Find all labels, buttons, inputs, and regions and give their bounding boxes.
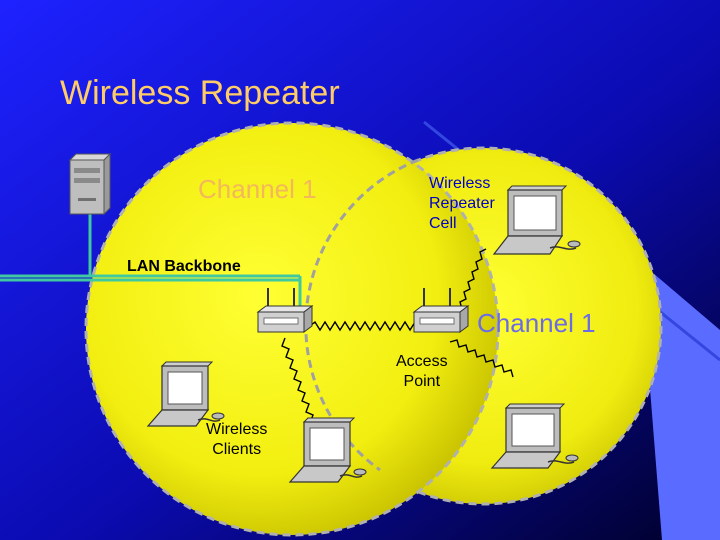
- laptop-icon-left: [146, 361, 225, 427]
- repeater-cell-label: Wireless Repeater Cell: [429, 175, 495, 232]
- wireless-link-ap-client-left: [281, 337, 318, 427]
- access-point-label: Access Point: [396, 353, 448, 390]
- laptop-icon-bottom-center: [288, 417, 367, 483]
- page-title: Wireless Repeater: [60, 74, 340, 112]
- repeater-icon: [412, 288, 470, 333]
- laptop-icon-top-right: [492, 185, 581, 255]
- server-icon: [68, 152, 112, 216]
- channel-label-left: Channel 1: [198, 174, 317, 204]
- wireless-link-repeater-client-bottom: [449, 339, 514, 378]
- cell-overlap-border: [304, 158, 419, 472]
- laptop-icon-bottom-right: [490, 403, 579, 469]
- channel-label-right: Channel 1: [477, 308, 596, 338]
- wireless-link-ap-repeater: [309, 320, 431, 332]
- wireless-clients-label: Wireless Clients: [206, 421, 268, 458]
- lan-backbone-label: LAN Backbone: [127, 258, 241, 275]
- access-point-icon: [256, 288, 314, 333]
